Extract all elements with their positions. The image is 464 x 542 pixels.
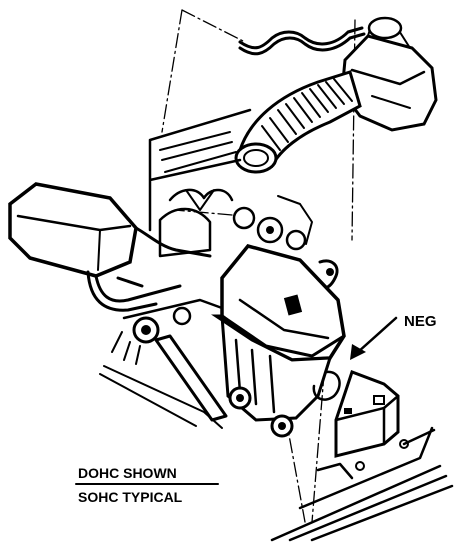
air-cleaner-housing <box>340 16 438 132</box>
caption-line-2: SOHC TYPICAL <box>78 489 183 505</box>
caption-line-1: DOHC SHOWN <box>78 465 177 481</box>
diagram-caption: DOHC SHOWN SOHC TYPICAL <box>75 465 219 505</box>
intake-duct <box>234 70 362 174</box>
coolant-reservoir <box>8 182 138 278</box>
frame-rails <box>270 426 454 542</box>
neg-label: NEG <box>404 313 437 330</box>
reservoir-hoses <box>86 226 212 312</box>
neg-callout: NEG <box>350 313 437 360</box>
lower-linkage <box>99 298 228 429</box>
throttle-body-assembly <box>211 244 346 438</box>
breather-hose <box>238 26 366 56</box>
battery <box>334 370 400 458</box>
engine-block <box>148 108 339 290</box>
